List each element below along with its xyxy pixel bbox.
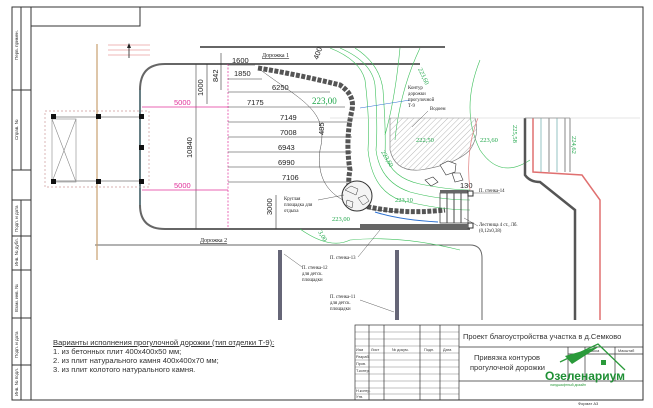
title-block (354, 324, 644, 401)
svg-text:6990: 6990 (278, 158, 295, 167)
svg-text:площадки: площадки (330, 307, 351, 312)
svg-text:130: 130 (460, 181, 473, 190)
svg-text:3000: 3000 (265, 198, 274, 215)
project-title: Проект благоустройства участка в д.Семко… (463, 332, 621, 341)
svg-text:прогулочной: прогулочной (408, 98, 435, 103)
svg-text:224,62: 224,62 (570, 136, 577, 154)
svg-text:7149: 7149 (280, 113, 297, 122)
pond (389, 117, 477, 171)
sheet-frame (11, 6, 644, 401)
wall-12 (278, 250, 282, 320)
svg-text:223,10: 223,10 (395, 197, 413, 204)
svg-text:Масштаб: Масштаб (618, 349, 635, 353)
path2-label: Дорожка 2 (200, 238, 227, 244)
svg-text:№ докум.: № докум. (392, 348, 409, 352)
svg-text:Подп. и дата: Подп. и дата (14, 205, 19, 232)
svg-text:Разраб.: Разраб. (356, 355, 370, 359)
ozelenarium-logo: Озеленариум ландшафтный дизайн (545, 343, 626, 387)
svg-text:для детск.: для детск. (330, 301, 351, 306)
north-arrow-icon (108, 43, 150, 58)
svg-text:1850: 1850 (234, 69, 251, 78)
svg-text:225,58: 225,58 (511, 125, 518, 143)
svg-text:П. стенка-14: П. стенка-14 (479, 189, 505, 194)
svg-text:Озеленариум: Озеленариум (545, 369, 625, 383)
svg-text:223,00: 223,00 (312, 96, 337, 106)
svg-text:Перв. примен.: Перв. примен. (14, 30, 19, 60)
svg-text:222,50: 222,50 (416, 137, 434, 144)
svg-text:Т-9: Т-9 (408, 104, 416, 109)
svg-text:Водоем: Водоем (430, 107, 446, 112)
annotations: Контур дорожки прогулочной Т-9 Водоем Кр… (283, 86, 518, 313)
svg-text:Контур: Контур (408, 86, 423, 91)
dimension-labels: 1600 1850 842 1000 400 6250 7175 7149 70… (174, 46, 473, 215)
svg-text:7008: 7008 (280, 128, 297, 137)
svg-text:Т.контр.: Т.контр. (356, 369, 370, 373)
svg-text:Утв.: Утв. (356, 395, 363, 399)
format-label: Формат А3 (578, 401, 599, 406)
svg-text:Дата: Дата (443, 348, 452, 352)
notes: Варианты исполнения прогулочной дорожки … (53, 338, 274, 374)
svg-text:Справ. №: Справ. № (14, 119, 19, 140)
svg-text:10840: 10840 (185, 137, 194, 158)
rocks (424, 160, 464, 187)
svg-text:площадка для: площадка для (284, 203, 313, 208)
svg-text:5000: 5000 (174, 98, 191, 107)
round-rest-area (341, 180, 373, 212)
svg-text:6943: 6943 (278, 143, 295, 152)
svg-text:223,60: 223,60 (416, 67, 430, 86)
svg-text:1600: 1600 (232, 56, 249, 65)
notes-item: 1. из бетонных плит 400х400х50 мм; (53, 347, 182, 356)
notes-item: 2. из плит натурального камня 400х400х70… (53, 356, 219, 365)
svg-text:1000: 1000 (196, 79, 205, 96)
svg-text:Пров.: Пров. (356, 362, 366, 366)
wall-11 (395, 250, 399, 320)
svg-text:Изм: Изм (356, 348, 363, 352)
svg-text:Инв. № подл.: Инв. № подл. (14, 368, 19, 396)
stone-path (257, 65, 446, 215)
side-strip-labels: Перв. примен. Справ. № Подп. и дата Инв.… (14, 30, 19, 396)
svg-text:6250: 6250 (272, 83, 289, 92)
svg-text:Круглая: Круглая (284, 197, 301, 202)
svg-text:Н.контр.: Н.контр. (356, 389, 371, 393)
stairs (360, 190, 474, 229)
svg-text:Инв. № дубл.: Инв. № дубл. (14, 238, 19, 266)
svg-text:(0,12х0,38): (0,12х0,38) (479, 229, 502, 234)
svg-text:П. стенка-11: П. стенка-11 (330, 295, 356, 300)
pavilion (44, 44, 150, 260)
svg-text:Масса: Масса (588, 349, 600, 353)
svg-text:Лист: Лист (371, 348, 380, 352)
sheet-title-line2: прогулочной дорожки (470, 363, 545, 372)
svg-text:для детск.: для детск. (302, 272, 323, 277)
svg-text:дорожки: дорожки (408, 92, 426, 97)
svg-text:Подп. и дата: Подп. и дата (14, 331, 19, 358)
sheet-title-line1: Привязка контуров (474, 353, 540, 362)
dimension-lines (206, 53, 352, 229)
svg-text:П. стенка-12: П. стенка-12 (302, 266, 328, 271)
title-block-labels: Изм Лист № докум. Подп. Дата Разраб. Про… (356, 348, 635, 399)
svg-text:842: 842 (211, 69, 220, 82)
svg-text:площадки: площадки (302, 278, 323, 283)
svg-text:223,00: 223,00 (332, 216, 350, 223)
svg-text:отдыха: отдыха (284, 209, 299, 214)
svg-text:223,60: 223,60 (480, 137, 498, 144)
notes-title: Варианты исполнения прогулочной дорожки … (53, 338, 275, 347)
svg-text:485: 485 (317, 122, 326, 135)
svg-text:3,00: 3,00 (316, 230, 328, 243)
svg-text:400: 400 (311, 46, 324, 61)
svg-text:Лестница 4 ст., Лб.: Лестница 4 ст., Лб. (479, 223, 518, 228)
svg-text:5000: 5000 (174, 181, 191, 190)
right-stairs (523, 117, 601, 320)
svg-text:П. стенка-13: П. стенка-13 (330, 256, 356, 261)
contour-lines (299, 47, 531, 251)
path1-label: Дорожка 1 (262, 53, 289, 59)
svg-text:Взам. инв. №: Взам. инв. № (14, 284, 19, 312)
notes-item: 3. из плит колотого натурального камня. (53, 365, 196, 374)
lower-road-line (95, 244, 483, 320)
svg-text:ландшафтный дизайн: ландшафтный дизайн (550, 383, 586, 387)
svg-text:Подп.: Подп. (424, 348, 434, 352)
svg-text:7106: 7106 (282, 173, 299, 182)
top-left-box (30, 6, 141, 27)
svg-text:7175: 7175 (247, 98, 264, 107)
